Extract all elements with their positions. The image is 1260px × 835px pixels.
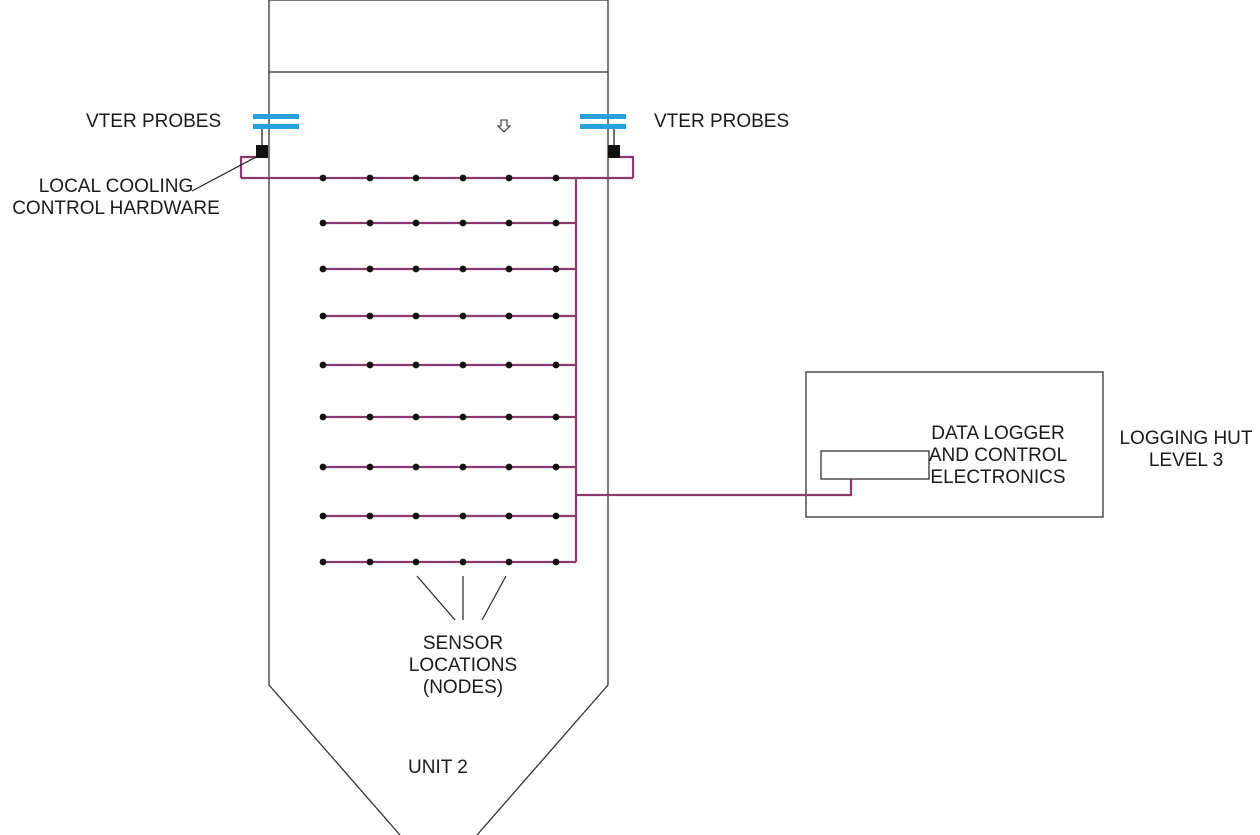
sensor-node (319, 312, 327, 320)
right-cooling-cable (620, 155, 635, 178)
data-logger-line-3: ELECTRONICS (930, 467, 1066, 488)
left-cooling-hardware-box (256, 145, 268, 158)
sensor-node (459, 558, 467, 566)
vter-probes-left-label: VTER PROBES (86, 111, 222, 132)
sensor-node (412, 312, 420, 320)
sensor-locations-line-2: LOCATIONS (408, 655, 518, 676)
sensor-node (552, 219, 560, 227)
sensor-node (412, 361, 420, 369)
sensor-node (505, 361, 513, 369)
sensor-leader-line-3 (481, 575, 507, 621)
logging-hut-label: LOGGING HUT LEVEL 3 (1112, 428, 1260, 472)
data-logger-box (820, 450, 930, 480)
data-logger-label: DATA LOGGER AND CONTROL ELECTRONICS (918, 423, 1078, 489)
sensor-node (319, 265, 327, 273)
sensor-locations-label: SENSOR LOCATIONS (NODES) (380, 633, 546, 699)
sensor-node (412, 413, 420, 421)
data-logger-cable (576, 479, 853, 497)
sensor-node (459, 413, 467, 421)
sensor-node (505, 312, 513, 320)
sensor-node (412, 265, 420, 273)
sensor-node (366, 558, 374, 566)
sensor-node (319, 463, 327, 471)
right-vter-probe-bar-top (580, 114, 626, 119)
sensor-node (366, 463, 374, 471)
sensor-locations-line-3: (NODES) (422, 677, 504, 698)
sensor-node (505, 413, 513, 421)
sensor-node (552, 558, 560, 566)
leader-lines (191, 156, 507, 621)
sensor-node (505, 219, 513, 227)
sensor-node (412, 463, 420, 471)
sensor-node (552, 174, 560, 182)
logging-hut-line-1: LOGGING HUT (1119, 428, 1253, 449)
logging-hut-line-2: LEVEL 3 (1148, 450, 1224, 471)
sensor-node (505, 512, 513, 520)
sensor-node (505, 558, 513, 566)
sensor-node (412, 558, 420, 566)
sensor-node (366, 312, 374, 320)
sensor-node (552, 463, 560, 471)
left-vter-probe-bar-bottom (253, 124, 299, 129)
sensor-node (459, 312, 467, 320)
sensor-node (459, 361, 467, 369)
sensor-nodes (319, 174, 560, 566)
cooling-connection-lines (261, 128, 615, 146)
right-cooling-hardware-box (608, 145, 620, 158)
data-logger-line-2: AND CONTROL (928, 445, 1068, 466)
local-cooling-label: LOCAL COOLING CONTROL HARDWARE (0, 176, 232, 220)
sensor-node (319, 413, 327, 421)
unit-top-cap (268, 0, 609, 73)
data-logger-line-1: DATA LOGGER (931, 423, 1065, 444)
sensor-node (366, 512, 374, 520)
sensor-node (412, 174, 420, 182)
down-arrow-icon (496, 119, 512, 133)
sensor-node (319, 219, 327, 227)
sensor-cable-network (239, 155, 853, 564)
unit-label: UNIT 2 (408, 757, 468, 778)
sensor-node (552, 512, 560, 520)
sensor-node (552, 265, 560, 273)
left-vter-probe (253, 114, 299, 129)
local-cooling-line-2: CONTROL HARDWARE (12, 198, 220, 219)
sensor-node (459, 174, 467, 182)
unit-body-outline (268, 72, 401, 835)
sensor-node (319, 361, 327, 369)
sensor-node (319, 558, 327, 566)
sensor-node (366, 219, 374, 227)
unit-body-outline-right (476, 72, 609, 835)
right-vter-probe (580, 114, 626, 129)
right-vter-probe-bar-bottom (580, 124, 626, 129)
cooling-leader-line (191, 156, 257, 192)
sensor-node (366, 413, 374, 421)
left-vter-probe-bar-top (253, 114, 299, 119)
sensor-node (412, 512, 420, 520)
sensor-node (505, 463, 513, 471)
sensor-node (366, 361, 374, 369)
sensor-node (552, 413, 560, 421)
sensor-node (505, 265, 513, 273)
sensor-node (366, 174, 374, 182)
sensor-node (459, 463, 467, 471)
sensor-node (459, 265, 467, 273)
left-cooling-cable (239, 155, 256, 178)
sensor-node (366, 265, 374, 273)
local-cooling-line-1: LOCAL COOLING (38, 176, 194, 197)
vter-probes-right-label: VTER PROBES (654, 111, 790, 132)
sensor-node (505, 174, 513, 182)
sensor-node (412, 219, 420, 227)
sensor-node (319, 174, 327, 182)
sensor-node (459, 219, 467, 227)
sensor-node (319, 512, 327, 520)
unit-outline (268, 0, 609, 835)
sensor-node (552, 361, 560, 369)
logging-hut-box (805, 371, 1104, 518)
sensor-leader-line-1 (416, 575, 456, 621)
sensor-node (552, 312, 560, 320)
sensor-locations-line-1: SENSOR (422, 633, 504, 654)
sensor-node (459, 512, 467, 520)
